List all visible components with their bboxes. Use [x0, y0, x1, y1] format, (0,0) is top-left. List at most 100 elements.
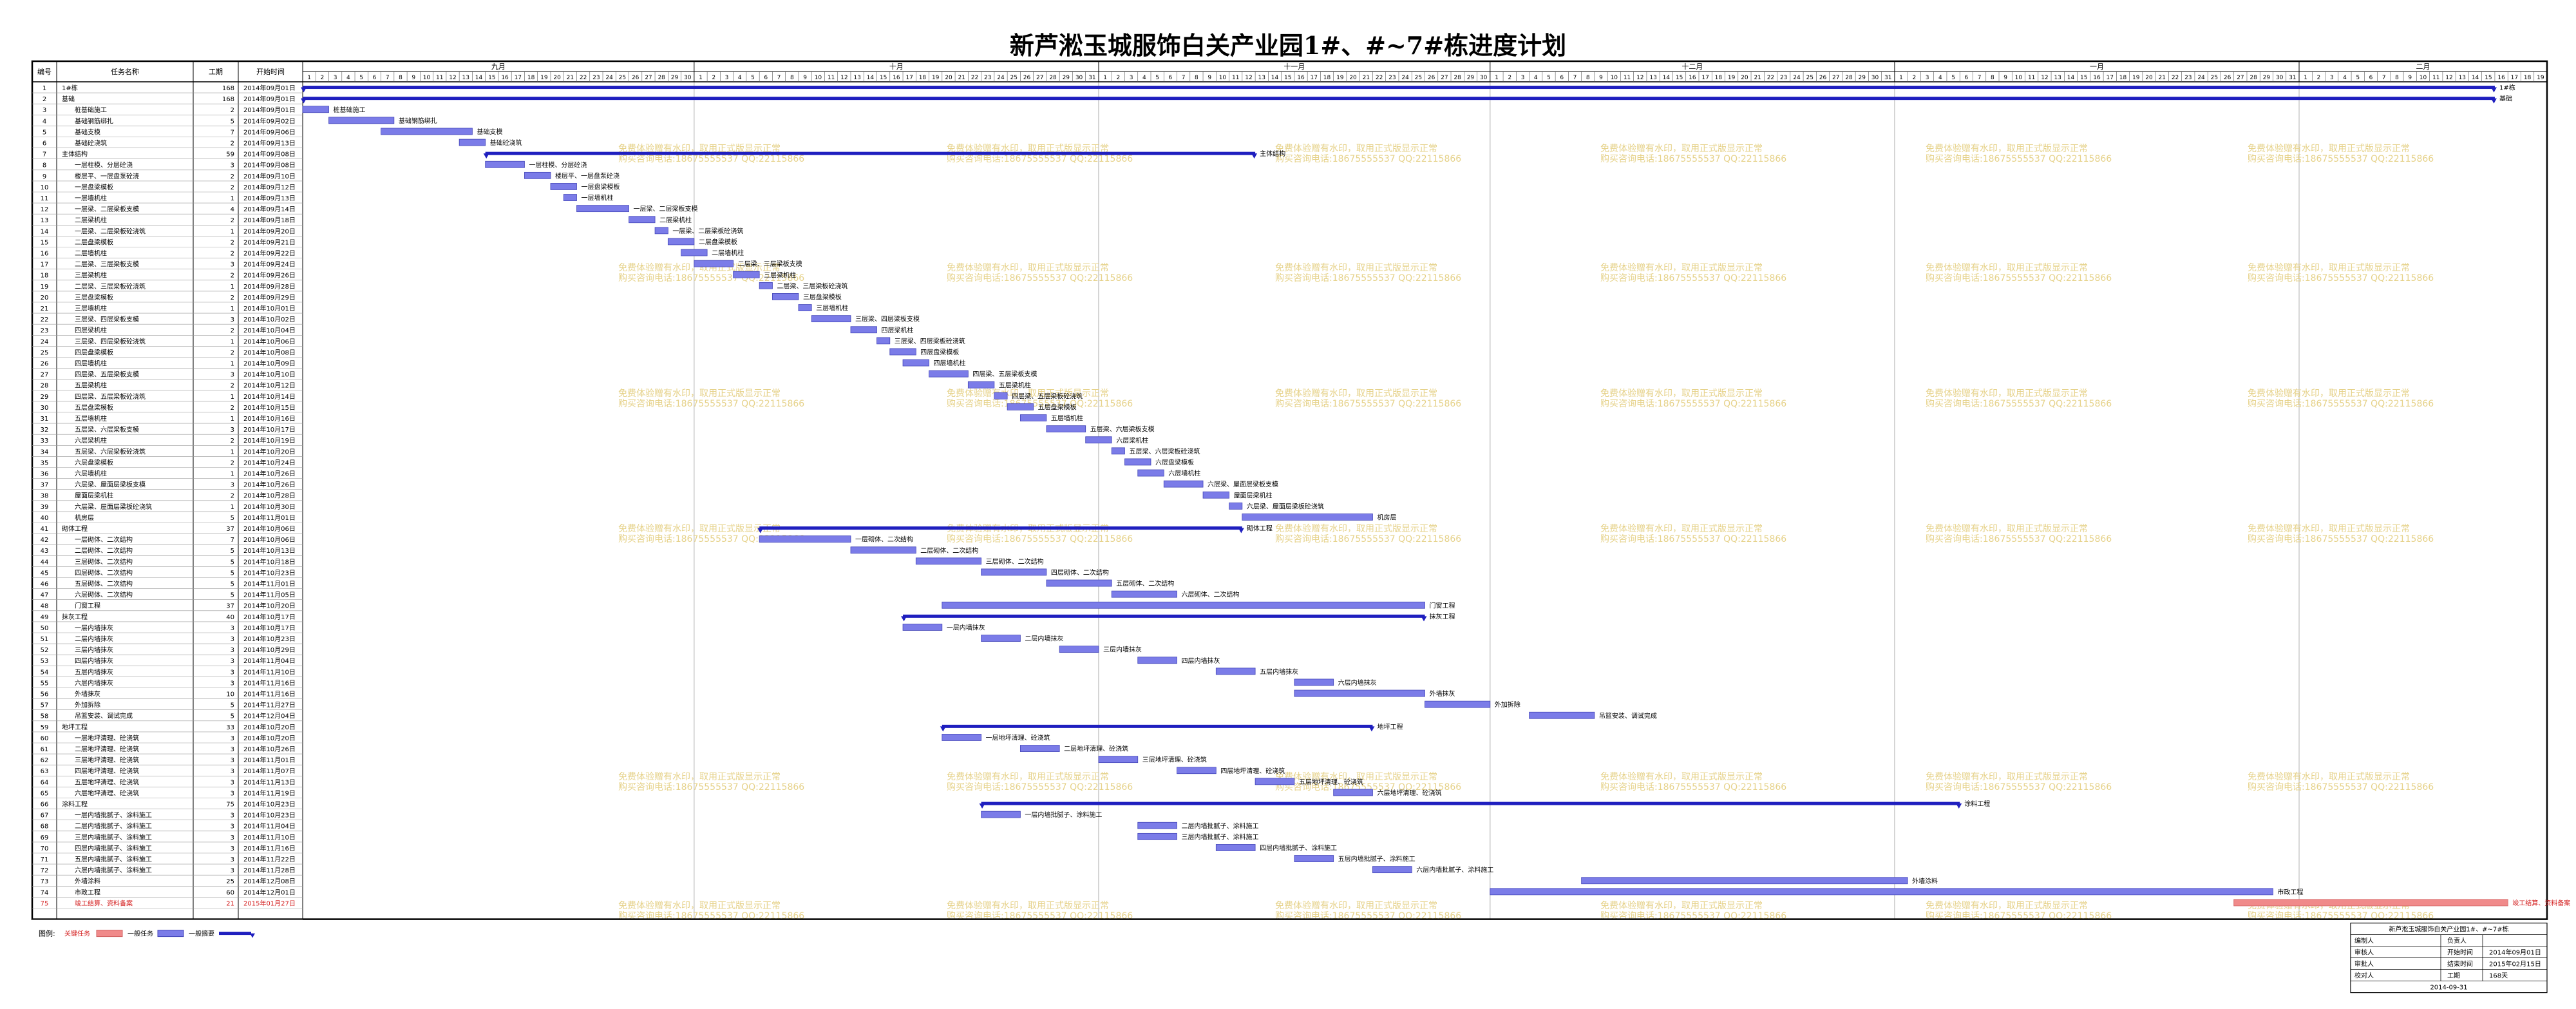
- day-label: 30: [2276, 75, 2284, 81]
- task-start: 2014年10月29日: [243, 646, 296, 654]
- month-label: 一月: [2090, 62, 2104, 71]
- watermark-text: 购买咨询电话:18675555537 QQ:22115866: [618, 534, 804, 544]
- watermark-text: 购买咨询电话:18675555537 QQ:22115866: [1600, 782, 1786, 793]
- day-label: 9: [2408, 75, 2412, 81]
- summary-bar-start: [940, 726, 946, 732]
- task-id: 59: [41, 724, 49, 731]
- task-name: 五层梁、六层梁板支模: [75, 425, 139, 434]
- task-id: 69: [41, 834, 49, 841]
- task-duration: 25: [226, 878, 234, 885]
- bar-label: 主体结构: [1260, 149, 1285, 158]
- legend-summary-end: [250, 933, 255, 938]
- task-duration: 2: [231, 107, 234, 114]
- task-name: 六层梁、屋面层梁板砼浇筑: [75, 503, 152, 511]
- day-label: 16: [1297, 75, 1305, 81]
- task-bar: [563, 194, 577, 201]
- day-label: 18: [919, 75, 927, 81]
- task-name: 二层墙机柱: [75, 249, 107, 258]
- task-start: 2014年12月08日: [243, 877, 296, 885]
- task-duration: 3: [231, 768, 234, 775]
- task-duration: 2: [231, 459, 234, 466]
- day-label: 21: [2159, 75, 2166, 81]
- task-start: 2014年10月08日: [243, 348, 296, 356]
- day-label: 18: [2524, 75, 2532, 81]
- day-label: 21: [567, 75, 574, 81]
- task-duration: 5: [231, 713, 234, 720]
- task-duration: 4: [231, 206, 234, 213]
- day-label: 24: [997, 75, 1005, 81]
- day-label: 24: [605, 75, 613, 81]
- task-start: 2014年10月09日: [243, 360, 296, 368]
- task-duration: 3: [231, 372, 234, 379]
- task-start: 2014年10月18日: [243, 557, 296, 566]
- task-name: 一层梁、二层梁板砼浇筑: [75, 227, 146, 235]
- task-start: 2014年09月22日: [243, 249, 296, 258]
- task-bar: [759, 535, 851, 543]
- task-name: 五层地坪清理、砼浇筑: [75, 778, 139, 786]
- day-label: 30: [1480, 75, 1488, 81]
- day-label: 16: [893, 75, 900, 81]
- legend-summary-text: 一般摘要: [189, 930, 214, 938]
- task-id: 57: [41, 702, 49, 709]
- task-bar: [654, 227, 668, 235]
- task-name: 二层梁、三层梁板支模: [75, 260, 139, 269]
- day-label: 3: [1130, 75, 1133, 81]
- watermark-text: 购买咨询电话:18675555537 QQ:22115866: [1926, 782, 2112, 793]
- task-bar: [1372, 866, 1412, 874]
- column-header: 任务名称: [111, 67, 139, 76]
- day-label: 12: [840, 75, 848, 81]
- task-name: 六层内墙抹灰: [75, 678, 113, 687]
- task-duration: 1: [231, 305, 234, 312]
- task-start: 2014年09月08日: [243, 150, 296, 159]
- day-label: 15: [880, 75, 887, 81]
- day-label: 16: [1689, 75, 1696, 81]
- day-label: 4: [738, 75, 742, 81]
- day-label: 2: [321, 75, 325, 81]
- bar-label: 砌体工程: [1247, 525, 1273, 533]
- legend-label: 图例:: [39, 929, 55, 938]
- day-label: 11: [1624, 75, 1631, 81]
- month-label: 二月: [2416, 62, 2430, 71]
- task-duration: 1: [231, 228, 234, 235]
- info-value: 2015年02月15日: [2489, 960, 2541, 968]
- task-id: 21: [41, 305, 49, 312]
- task-duration: 2: [231, 140, 234, 148]
- day-label: 23: [1780, 75, 1787, 81]
- summary-bar: [903, 614, 1425, 618]
- day-label: 28: [1454, 75, 1461, 81]
- day-label: 11: [2028, 75, 2035, 81]
- bar-label: 四层墙机柱: [934, 359, 966, 367]
- task-bar: [981, 811, 1021, 818]
- task-name: 楼层平、一层盘泵砼浇: [75, 172, 139, 180]
- day-label: 25: [1010, 75, 1018, 81]
- task-name: 五层墙机柱: [75, 414, 107, 423]
- task-bar: [1007, 403, 1034, 410]
- task-bar: [1059, 646, 1099, 653]
- task-start: 2014年11月10日: [243, 668, 296, 676]
- day-label: 19: [932, 75, 940, 81]
- summary-bar-end: [1956, 803, 1962, 809]
- task-bar: [1425, 700, 1491, 708]
- task-start: 2014年11月01日: [243, 580, 296, 588]
- day-label: 9: [2003, 75, 2007, 81]
- task-bar: [772, 293, 799, 300]
- task-bar: [694, 260, 734, 267]
- task-start: 2014年10月17日: [243, 613, 296, 621]
- task-start: 2014年11月16日: [243, 690, 296, 698]
- task-name: 六层盘梁模板: [75, 458, 113, 466]
- task-name: 砌体工程: [62, 525, 88, 533]
- summary-bar-end: [1251, 153, 1258, 159]
- task-start: 2014年09月12日: [243, 183, 296, 191]
- task-duration: 5: [231, 559, 234, 566]
- task-name: 五层盘梁模板: [75, 403, 113, 412]
- task-id: 13: [41, 217, 49, 224]
- task-duration: 2: [231, 273, 234, 280]
- bar-label: 一层梁、二层梁板砼浇筑: [672, 227, 743, 235]
- task-duration: 3: [231, 834, 234, 841]
- bar-label: 六层梁、屋面层梁板支模: [1208, 480, 1278, 488]
- task-bar: [759, 282, 773, 289]
- day-label: 1: [2304, 75, 2307, 81]
- task-id: 10: [41, 184, 49, 191]
- task-name: 六层梁、屋面层梁板支模: [75, 481, 146, 489]
- bar-label: 门窗工程: [1430, 601, 1455, 610]
